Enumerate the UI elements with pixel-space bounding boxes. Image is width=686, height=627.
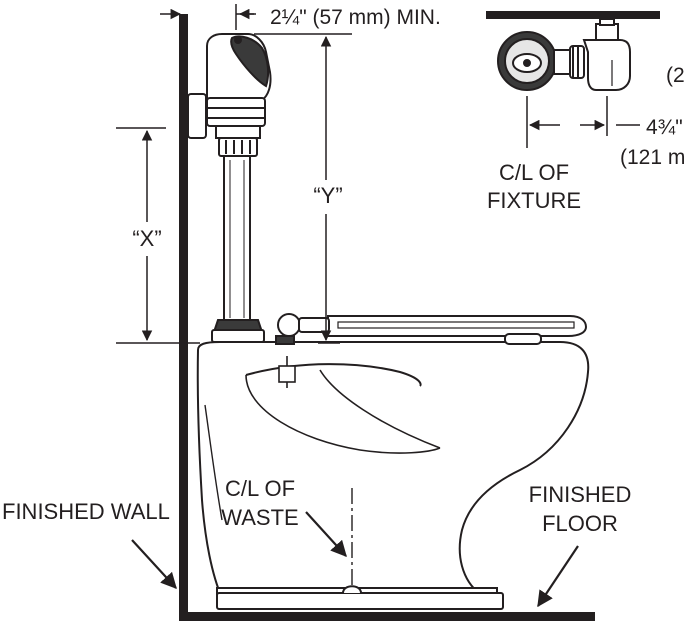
finished-wall-arrow	[131, 539, 177, 589]
finished-wall-label: FINISHED WALL	[2, 499, 170, 524]
plan-offset-dimension-line2: (121 m	[620, 146, 685, 169]
flushometer-valve	[187, 33, 272, 343]
x-dimension-label: “X”	[132, 226, 161, 251]
finished-floor-label-line1: FINISHED	[529, 482, 632, 507]
cl-waste-label-line1: C/L OF	[225, 476, 295, 501]
cl-waste-label-line2: WASTE	[221, 505, 298, 530]
toilet-seat	[327, 315, 588, 345]
toilet-bowl	[196, 341, 590, 610]
finished-floor-structure	[179, 612, 595, 621]
cl-waste-arrow	[305, 511, 347, 557]
plan-view-wall-line	[486, 11, 660, 19]
y-dimension-label: “Y”	[313, 183, 342, 208]
x-dimension	[116, 127, 200, 344]
plan-offset-dimension-line1: 4¾"	[646, 116, 683, 139]
finished-floor-arrow	[537, 545, 579, 608]
finished-floor-label-line2: FLOOR	[542, 511, 618, 536]
top-clearance-text: 2¼" (57 mm) MIN.	[270, 6, 441, 29]
seat-hinge	[275, 313, 330, 345]
mounting-bolt	[278, 356, 296, 388]
top-clearance-dimension	[160, 4, 352, 35]
y-dimension	[318, 35, 340, 344]
finished-wall-structure	[179, 14, 188, 620]
plan-view-flushometer	[497, 18, 631, 91]
plan-view-dimension-lines	[526, 96, 640, 148]
cl-fixture-label-line2: FIXTURE	[487, 188, 581, 213]
plan-offset-partial-text: (2	[666, 64, 685, 87]
cl-fixture-label-line1: C/L OF	[499, 160, 569, 185]
